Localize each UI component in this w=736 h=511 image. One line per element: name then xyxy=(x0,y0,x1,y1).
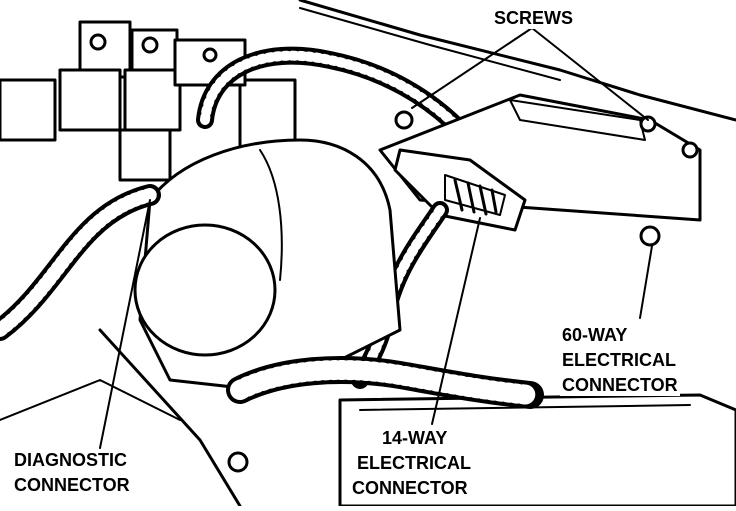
screws-leader-1 xyxy=(411,27,533,109)
relay-block xyxy=(0,20,297,182)
diagnostic-leader xyxy=(99,199,151,449)
air-intake-housing xyxy=(133,138,402,392)
screws-label: SCREWS xyxy=(492,8,576,29)
diagnostic-label-line2: CONNECTOR xyxy=(12,475,132,496)
connector-60-label-line1: 60-WAY xyxy=(560,325,630,346)
connector-14-way xyxy=(393,148,527,232)
frame-rail xyxy=(98,328,242,508)
connector-14-leader xyxy=(431,217,481,425)
screws-leader-2 xyxy=(531,27,649,121)
hood-edge xyxy=(298,0,736,122)
connector-14-label-line2: ELECTRICAL xyxy=(355,453,473,474)
connector-14-label-line1: 14-WAY xyxy=(380,428,450,449)
connector-60-leader xyxy=(639,245,653,319)
hood-edge-inner xyxy=(299,7,561,81)
connector-60-label-line3: CONNECTOR xyxy=(560,375,680,396)
connector-14-label-line3: CONNECTOR xyxy=(350,478,470,499)
diagnostic-label-line1: DIAGNOSTIC xyxy=(12,450,130,471)
connector-60-label-line2: ELECTRICAL xyxy=(560,350,678,371)
